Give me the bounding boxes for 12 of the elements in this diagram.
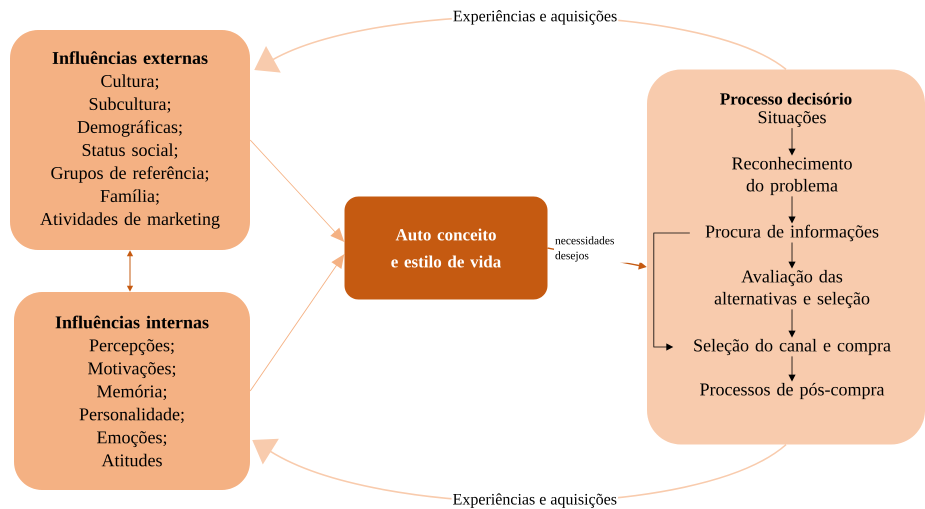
- step-text: Situações: [758, 111, 826, 127]
- concept-box: Auto conceito e estilo de vida: [344, 196, 548, 300]
- edge-label: necessidades desejos: [554, 235, 642, 263]
- step-text: Seleção do canal e compra: [694, 338, 891, 356]
- edge-label: Experiências e aquisições: [452, 492, 618, 509]
- step-text: Avaliação das alternativas e seleção: [714, 270, 870, 308]
- step-text: Reconhecimento do problema: [732, 156, 852, 196]
- step-text: Procura de informações: [706, 224, 878, 242]
- influence-box: Influências externas Cultura; Subcultura; Demográficas; Status social; Grupos de referência; Família; Atividades de marketing: [10, 30, 250, 250]
- step-text: Processos de pós-compra: [700, 382, 884, 400]
- edge-label: Experiências e aquisições: [452, 9, 618, 26]
- influence-box: Influências internas Percepções; Motivações; Memória; Personalidade; Emoções; Atitudes: [14, 292, 250, 490]
